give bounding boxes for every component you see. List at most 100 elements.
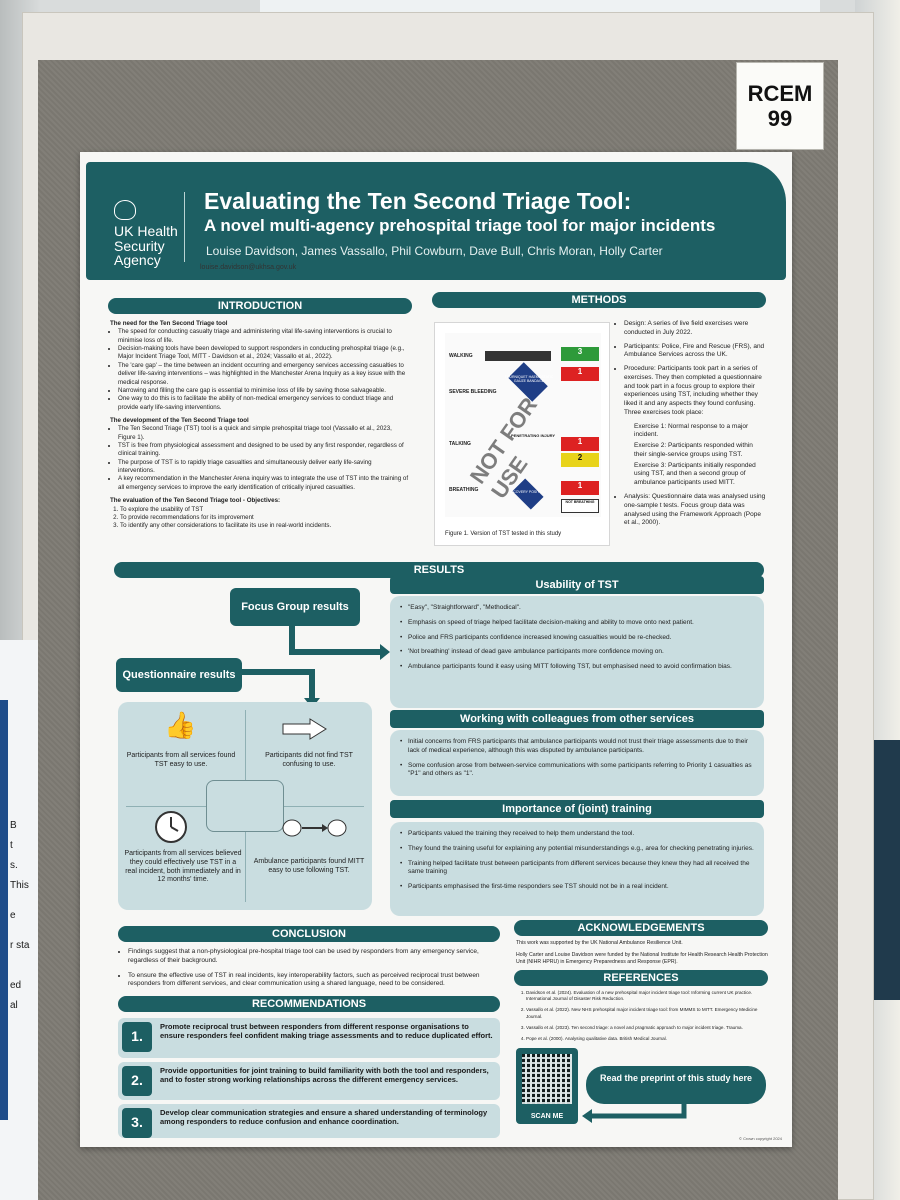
reference-item: Vassallo et al. (2023). Ten second triag… xyxy=(526,1025,768,1031)
neighbouring-poster-stripe xyxy=(0,700,8,1120)
conclusion-heading: CONCLUSION xyxy=(118,926,500,942)
neighbouring-poster: B t s. This e r sta ed al xyxy=(0,640,38,1200)
list-item: The Ten Second Triage (TST) tool is a qu… xyxy=(118,425,410,442)
training-heading: Importance of (joint) training xyxy=(390,800,764,818)
priority-badge: 1 xyxy=(561,437,599,451)
acknowledgements-section: This work was supported by the UK Nation… xyxy=(516,940,768,966)
list-item: They found the training useful for expla… xyxy=(400,845,754,854)
arrow-right-icon xyxy=(282,718,327,740)
side-text: s. xyxy=(10,860,18,871)
booth-number-tag: RCEM 99 xyxy=(736,62,824,150)
list-item: Some confusion arose from between-servic… xyxy=(400,762,754,780)
recommendation-number: 1. xyxy=(122,1022,152,1052)
list-item: Decision-making tools have been develope… xyxy=(118,345,410,362)
questionnaire-item: Participants from all services believed … xyxy=(124,850,242,884)
logo-line: Agency xyxy=(114,252,161,269)
list-item: Participants emphasised the first-time r… xyxy=(400,883,754,892)
flow-tag: TOURNIQUET HAEMOSTATIC GAUZE BANDAGE xyxy=(504,375,554,383)
methods-analysis: Analysis: Questionnaire data was analyse… xyxy=(624,493,766,527)
qr-code-icon[interactable] xyxy=(522,1054,572,1104)
exercise-item: Exercise 1: Normal response to a major i… xyxy=(634,422,749,439)
colleagues-box: Initial concerns from FRS participants t… xyxy=(390,730,764,796)
priority-badge: 1 xyxy=(561,481,599,495)
list-item: Initial concerns from FRS participants t… xyxy=(400,738,754,756)
flow-step: SEVERE BLEEDING xyxy=(449,389,497,395)
royal-crest-icon xyxy=(114,200,136,220)
scan-me-label: SCAN ME xyxy=(530,1113,564,1120)
recommendation-item: 3. Develop clear communication strategie… xyxy=(118,1104,500,1138)
ack-paragraph: Holly Carter and Louise Davidson were fu… xyxy=(516,952,768,966)
flow-step: TALKING xyxy=(449,441,471,447)
recommendation-number: 2. xyxy=(122,1066,152,1096)
side-text: al xyxy=(10,1000,18,1011)
colleagues-heading: Working with colleagues from other servi… xyxy=(390,710,764,728)
list-item: Training helped facilitate trust between… xyxy=(400,860,754,878)
flow-step: BREATHING xyxy=(449,487,479,493)
questionnaire-item: Participants from all services found TST… xyxy=(126,752,236,768)
recommendation-text: Promote reciprocal trust between respond… xyxy=(160,1022,493,1041)
list-item: Ambulance participants found it easy usi… xyxy=(400,663,754,672)
focus-arrow-icon xyxy=(289,626,390,660)
intro-subheading: The need for the Ten Second Triage tool xyxy=(110,320,228,327)
recommendation-text: Provide opportunities for joint training… xyxy=(160,1066,489,1085)
reference-item: Pope et al. (2000). Analysing qualitativ… xyxy=(526,1036,768,1042)
tst-figure: WALKING SEVERE BLEEDING TALKING BREATHIN… xyxy=(434,322,610,546)
intro-subheading: The development of the Ten Second Triage… xyxy=(110,416,249,424)
figure-caption: Figure 1. Version of TST tested in this … xyxy=(445,531,562,537)
ack-paragraph: This work was supported by the UK Nation… xyxy=(516,940,683,946)
booth-tag-line1: RCEM xyxy=(747,80,813,106)
divider xyxy=(184,192,185,262)
list-item: A key recommendation in the Manchester A… xyxy=(118,475,410,492)
list-item: Police and FRS participants confidence i… xyxy=(400,634,754,643)
side-text: This xyxy=(10,880,29,891)
references-heading: REFERENCES xyxy=(514,970,768,986)
recommendations-heading: RECOMMENDATIONS xyxy=(118,996,500,1012)
training-box: Participants valued the training they re… xyxy=(390,822,764,916)
side-text: r sta xyxy=(10,940,30,951)
author-list: Louise Davidson, James Vassallo, Phil Co… xyxy=(206,244,663,258)
results-heading: RESULTS xyxy=(114,562,764,578)
priority-badge: 2 xyxy=(561,453,599,467)
side-text: t xyxy=(10,840,13,851)
list-item: To explore the usability of TST xyxy=(120,506,410,514)
list-item: Participants valued the training they re… xyxy=(400,830,754,839)
exercise-item: Exercise 2: Participants responded withi… xyxy=(634,442,753,458)
poster-title: Evaluating the Ten Second Triage Tool: xyxy=(204,188,632,214)
intro-subheading: The evaluation of the Ten Second Triage … xyxy=(110,497,281,505)
usability-heading: Usability of TST xyxy=(390,576,764,594)
list-item: One way to do this is to facilitate the … xyxy=(118,395,410,412)
tool-transition-icon xyxy=(282,819,347,837)
priority-badge: 1 xyxy=(561,367,599,381)
clock-icon xyxy=(155,811,187,843)
methods-procedure: Procedure: Participants took part in a s… xyxy=(624,365,762,416)
not-breathing-badge: NOT BREATHING xyxy=(561,499,599,513)
methods-design: Design: A series of live field exercises… xyxy=(624,320,749,336)
recommendation-item: 2. Provide opportunities for joint train… xyxy=(118,1062,500,1100)
list-item: The 'care gap' – the time between an inc… xyxy=(118,362,410,387)
flow-tag: PENETRATING INJURY xyxy=(511,433,556,438)
list-item: The purpose of TST is to rapidly triage … xyxy=(118,459,410,476)
exercise-item: Exercise 3: Participants initially respo… xyxy=(634,461,756,487)
ukhsa-logo: UK Health Security Agency xyxy=(114,200,178,268)
list-item: To provide recommendations for its impro… xyxy=(120,514,410,522)
desk xyxy=(870,740,900,1000)
questionnaire-label: Questionnaire results xyxy=(116,658,242,692)
questionnaire-grid: 👍 Participants from all services found T… xyxy=(118,702,372,910)
list-item: To identify any other considerations to … xyxy=(120,522,410,530)
flow-step: WALKING xyxy=(449,353,473,359)
research-poster: UK Health Security Agency Evaluating the… xyxy=(80,152,792,1147)
side-text: ed xyxy=(10,980,22,991)
list-item: 'Not breathing' instead of dead gave amb… xyxy=(400,648,754,657)
logo-line: Security xyxy=(114,237,165,254)
methods-section: Design: A series of live field exercises… xyxy=(616,320,766,533)
center-panel xyxy=(206,780,284,832)
qr-code-panel[interactable]: SCAN ME xyxy=(516,1048,578,1124)
reference-item: Davidson et al. (2024). Evaluation of a … xyxy=(526,990,768,1002)
usability-box: "Easy", "Straightforward", "Methodical".… xyxy=(390,596,764,708)
conclusion-section: Findings suggest that a non-physiologica… xyxy=(120,948,504,989)
list-item: Emphasis on speed of triage helped facil… xyxy=(400,619,754,628)
questionnaire-item: Ambulance participants found MITT easy t… xyxy=(253,858,365,874)
contact-email: louise.davidson@ukhsa.gov.uk xyxy=(200,264,297,271)
thumbs-up-icon: 👍 xyxy=(164,710,197,740)
